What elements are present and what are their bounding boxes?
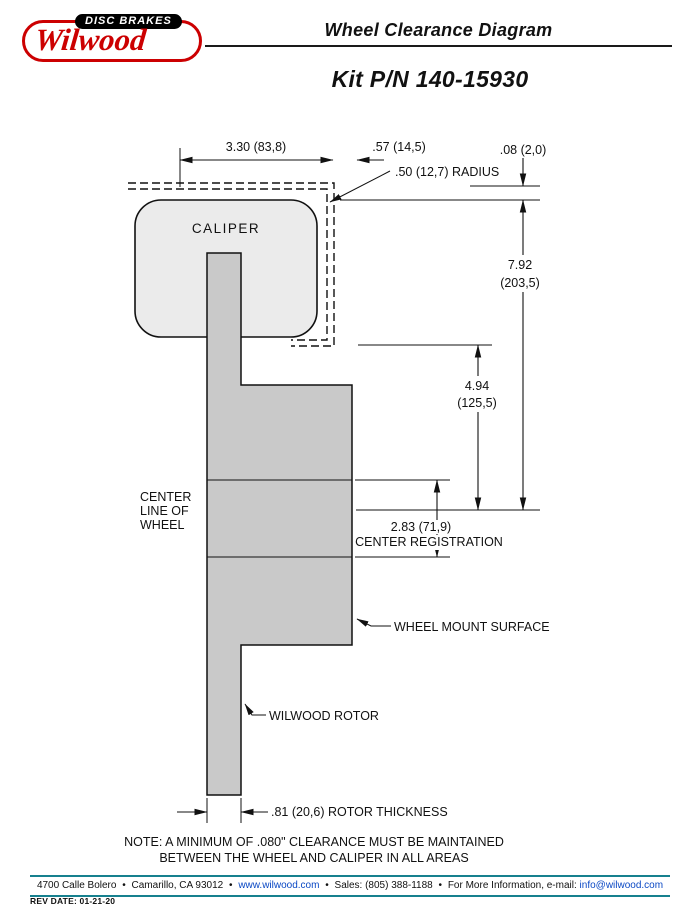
rotor-thickness-label: .81 (20,6) ROTOR THICKNESS [271,805,448,819]
text-mask-494 [454,376,502,412]
footer-separator: • [438,880,443,891]
note-line-1: NOTE: A MINIMUM OF .080" CLEARANCE MUST … [124,835,504,849]
text-mask-centerreg [356,535,503,550]
footer-address: 4700 Calle Bolero [36,880,117,891]
dim-label-08: .08 (2,0) [500,143,547,157]
wheel-outline-dashed-inner [128,188,328,341]
wheel-mount-leader [356,618,391,627]
kit-part-number-title: Kit P/N 140-15930 [331,66,529,92]
wilwood-wordmark: Wilwood [33,22,148,57]
page-title: Wheel Clearance Diagram [324,20,553,40]
wheel-mount-surface-label: WHEEL MOUNT SURFACE [394,620,550,634]
note-line-2: BETWEEN THE WHEEL AND CALIPER IN ALL ARE… [159,851,468,865]
footer-website-link[interactable]: www.wilwood.com [238,880,320,891]
rotor-leader [244,703,266,716]
center-line-label-3: WHEEL [140,518,185,532]
dim-label-494-in: 4.94 [465,379,489,393]
center-registration-lines [207,479,352,558]
footer-sales: Sales: (805) 388-1188 [334,880,433,891]
dim-label-330: 3.30 (83,8) [226,140,286,154]
caliper-label: CALIPER [192,221,260,236]
rev-date-label: REV DATE: [30,896,77,906]
dim-label-792-in: 7.92 [508,258,532,272]
rev-date-value: 01-21-20 [79,896,116,906]
dim-label-494-mm: (125,5) [457,396,497,410]
wheel-clearance-diagram: 3.30 (83,8) .57 (14,5) .08 (2,0) .50 (12… [124,140,550,865]
header-rule [205,45,672,47]
rotor-shape [206,252,353,796]
footer-separator: • [325,880,329,891]
footer-more-info: For More Information, e-mail: [447,880,577,891]
dim-label-radius: .50 (12,7) RADIUS [395,165,499,179]
center-registration-label: CENTER REGISTRATION [355,535,503,549]
footer-city: Camarillo, CA 93012 [131,880,224,891]
footer-rule-bottom [30,895,670,897]
footer-separator: • [229,880,233,891]
text-mask-792 [494,255,546,292]
footer-email-link[interactable]: info@wilwood.com [579,880,664,891]
dim-label-792-mm: (203,5) [500,276,540,290]
dim-label-57: .57 (14,5) [372,140,426,154]
center-line-label-1: CENTER [140,490,191,504]
wilwood-rotor-label: WILWOOD ROTOR [269,709,379,723]
radius-leader [329,170,391,203]
rev-date: REV DATE: 01-21-20 [30,896,115,906]
dim-label-283: 2.83 (71,9) [391,520,451,534]
wilwood-logo: DISC BRAKES Wilwood [22,14,202,62]
disc-brakes-banner: DISC BRAKES [75,14,182,29]
footer-rule-top [30,875,670,877]
center-line-label-2: LINE OF [140,504,189,518]
text-mask-283 [383,520,459,534]
wheel-outline-dashed-outer [128,182,335,347]
footer-separator: • [122,880,126,891]
footer-contact-line: 4700 Calle Bolero • Camarillo, CA 93012 … [0,880,700,891]
